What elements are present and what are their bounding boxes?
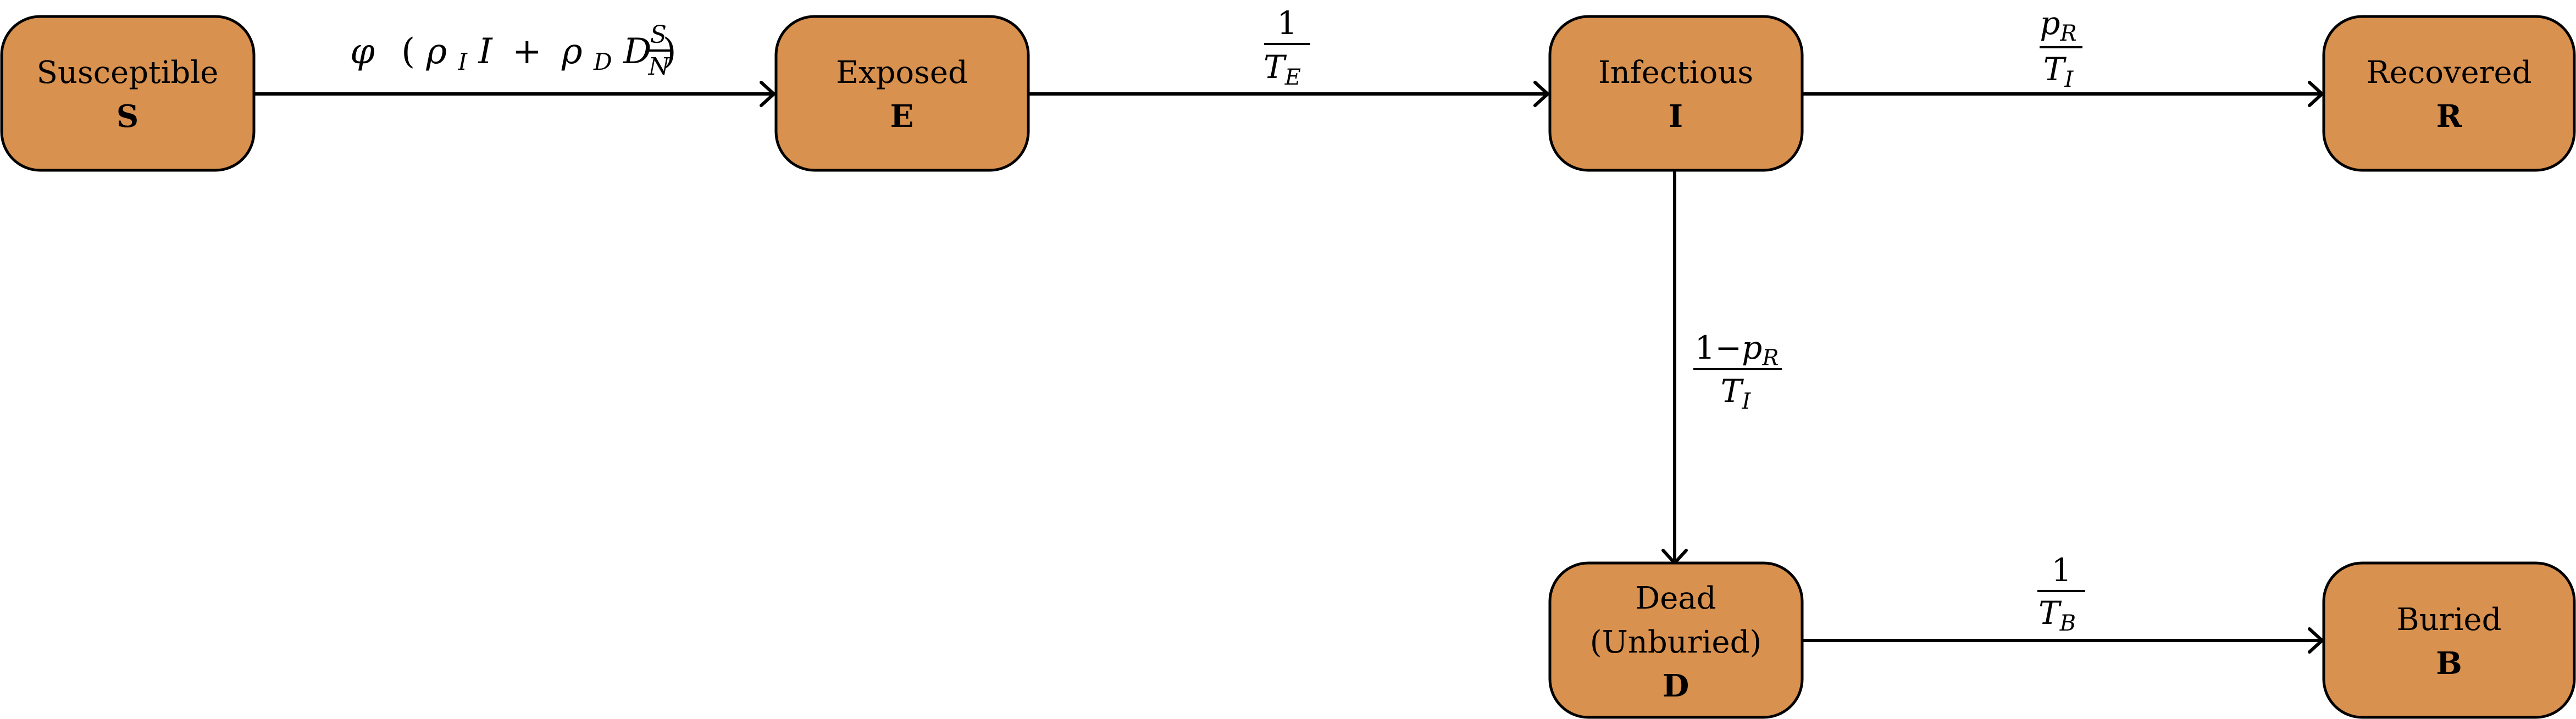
rate-label-death: 1−pR TI	[1693, 329, 1782, 414]
rate-label-burial: 1 TB	[2037, 551, 2085, 636]
rho-subscript-i: I	[457, 48, 468, 75]
fraction-denominator: TE	[1264, 48, 1301, 90]
fraction-numerator: 1	[1277, 4, 1298, 42]
node-symbol: E	[890, 98, 914, 135]
node-symbol: S	[117, 98, 139, 135]
rate-label-infection: φ ( ρ I I + ρ D D ) S N	[350, 21, 677, 81]
node-symbol: I	[1669, 98, 1683, 135]
node-exposed: Exposed E	[774, 15, 1030, 172]
node-label: Recovered	[2367, 55, 2532, 91]
node-symbol: D	[1663, 668, 1689, 704]
fraction-numerator: 1−pR	[1695, 329, 1779, 371]
fraction-numerator: pR	[2040, 4, 2076, 46]
variable-d: D	[623, 31, 651, 72]
node-susceptible: Susceptible S	[0, 15, 256, 172]
node-recovered: Recovered R	[2322, 15, 2576, 172]
svg-text:φ ( ρ I: φ ( ρ I I + ρ D D )	[350, 31, 677, 79]
node-symbol: R	[2436, 98, 2462, 135]
fraction-denominator: TI	[2043, 51, 2074, 92]
node-label-line2: (Unburied)	[1590, 625, 1762, 660]
edge-infectious-to-dead	[1661, 171, 1688, 565]
plus-sign: +	[512, 31, 542, 72]
edge-exposed-to-infectious	[1029, 81, 1549, 107]
node-label: Exposed	[836, 55, 968, 91]
node-infectious: Infectious I	[1548, 15, 1804, 172]
open-paren: (	[401, 31, 415, 72]
node-label: Susceptible	[37, 55, 219, 91]
edge-susceptible-to-exposed	[254, 81, 775, 107]
edge-infectious-to-recovered	[1803, 81, 2324, 107]
fraction-denominator: N	[648, 53, 671, 81]
edge-dead-to-buried	[1803, 627, 2324, 654]
fraction-denominator: TI	[1721, 372, 1752, 414]
phi-symbol: φ	[350, 31, 375, 72]
rate-label-incubation: 1 TE	[1264, 4, 1310, 90]
rho-symbol: ρ	[425, 31, 447, 72]
fraction-numerator: 1	[2052, 551, 2072, 589]
rate-label-recovery: pR TI	[2040, 4, 2082, 92]
rho-symbol: ρ	[561, 31, 583, 72]
fraction-denominator: TB	[2038, 594, 2076, 636]
variable-i: I	[478, 31, 493, 72]
node-buried: Buried B	[2322, 561, 2576, 719]
node-label: Buried	[2397, 602, 2502, 638]
node-label: Dead	[1635, 581, 1716, 616]
node-symbol: B	[2436, 645, 2462, 682]
node-dead: Dead (Unburied) D	[1548, 561, 1804, 719]
node-label: Infectious	[1598, 55, 1753, 91]
rho-subscript-d: D	[593, 48, 612, 75]
fraction-numerator: S	[650, 21, 667, 49]
